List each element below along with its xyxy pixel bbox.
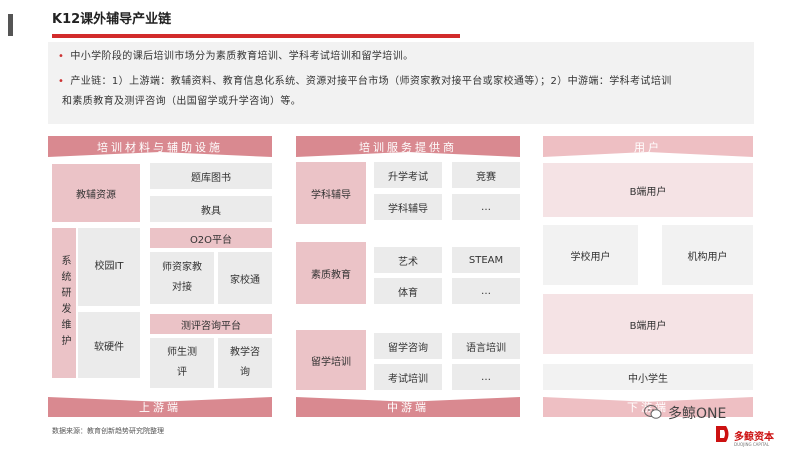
institution-users-box: 机构用户 bbox=[662, 225, 753, 285]
question-bank-box: 题库图书 bbox=[150, 163, 272, 189]
education-consulting-box: 教学咨询 bbox=[218, 338, 272, 388]
upstream-header: 培训材料与辅助设施 bbox=[48, 136, 272, 157]
campus-it-box: 校园IT bbox=[78, 228, 140, 306]
teaching-aids-box: 教具 bbox=[150, 196, 272, 222]
competition-box: 竞赛 bbox=[452, 162, 520, 188]
steam-box: STEAM bbox=[452, 247, 520, 273]
school-users-box: 学校用户 bbox=[543, 225, 638, 285]
teaching-resources-box: 教辅资源 bbox=[52, 164, 140, 222]
logo-text: 多鲸资本 bbox=[734, 432, 774, 443]
bullet-icon: • bbox=[58, 51, 65, 62]
intro-bullet-2: •产业链：1）上游端：教辅资料、教育信息化系统、资源对接平台市场（师资家教对接平… bbox=[58, 76, 672, 87]
b-users-box-2: B端用户 bbox=[543, 294, 753, 354]
bullet-icon: • bbox=[58, 76, 65, 87]
midstream-footer: 中游端 bbox=[296, 397, 520, 417]
exam-training-box: 考试培训 bbox=[374, 364, 442, 390]
software-hardware-box: 软硬件 bbox=[78, 312, 140, 378]
tutor-matching-box: 师资家教对接 bbox=[150, 252, 214, 304]
page-title: K12课外辅导产业链 bbox=[52, 12, 172, 27]
logo-subtext: DUOJING CAPITAL bbox=[734, 442, 770, 447]
study-abroad-box: 留学培训 bbox=[296, 330, 366, 390]
exam-prep-box: 升学考试 bbox=[374, 162, 442, 188]
source-note: 数据来源：教育创新趋势研究院整理 bbox=[52, 427, 164, 435]
home-school-box: 家校通 bbox=[218, 252, 272, 304]
quality-education-box: 素质教育 bbox=[296, 242, 366, 304]
wechat-icon bbox=[644, 404, 662, 420]
watermark-text: 多鲸ONE bbox=[668, 406, 727, 422]
ellipsis-box-2: … bbox=[452, 278, 520, 304]
assessment-platform-header: 测评咨询平台 bbox=[150, 314, 272, 334]
upstream-footer: 上游端 bbox=[48, 397, 272, 417]
subject-tutoring-box: 学科辅导 bbox=[296, 162, 366, 224]
left-accent-bar bbox=[8, 14, 13, 36]
subject-tutoring-item-box: 学科辅导 bbox=[374, 194, 442, 220]
title-underline bbox=[52, 34, 460, 38]
downstream-header: 用户 bbox=[543, 136, 753, 157]
student-assessment-box: 师生测评 bbox=[150, 338, 214, 388]
system-maintenance-box: 系统研发维护 bbox=[52, 228, 76, 378]
duojing-logo-icon bbox=[714, 424, 732, 444]
intro-bullet-1: •中小学阶段的课后培训市场分为素质教育培训、学科考试培训和留学培训。 bbox=[58, 51, 414, 62]
art-box: 艺术 bbox=[374, 247, 442, 273]
intro-bullet-2-cont: 和素质教育及测评咨询（出国留学或升学咨询）等。 bbox=[62, 96, 302, 107]
intro-box: •中小学阶段的课后培训市场分为素质教育培训、学科考试培训和留学培训。 •产业链：… bbox=[48, 42, 754, 124]
sports-box: 体育 bbox=[374, 278, 442, 304]
language-training-box: 语言培训 bbox=[452, 333, 520, 359]
b-users-box-1: B端用户 bbox=[543, 163, 753, 217]
ellipsis-box-3: … bbox=[452, 364, 520, 390]
students-box: 中小学生 bbox=[543, 364, 753, 390]
abroad-consulting-box: 留学咨询 bbox=[374, 333, 442, 359]
ellipsis-box-1: … bbox=[452, 194, 520, 220]
o2o-platform-header: O2O平台 bbox=[150, 228, 272, 248]
midstream-header: 培训服务提供商 bbox=[296, 136, 520, 157]
